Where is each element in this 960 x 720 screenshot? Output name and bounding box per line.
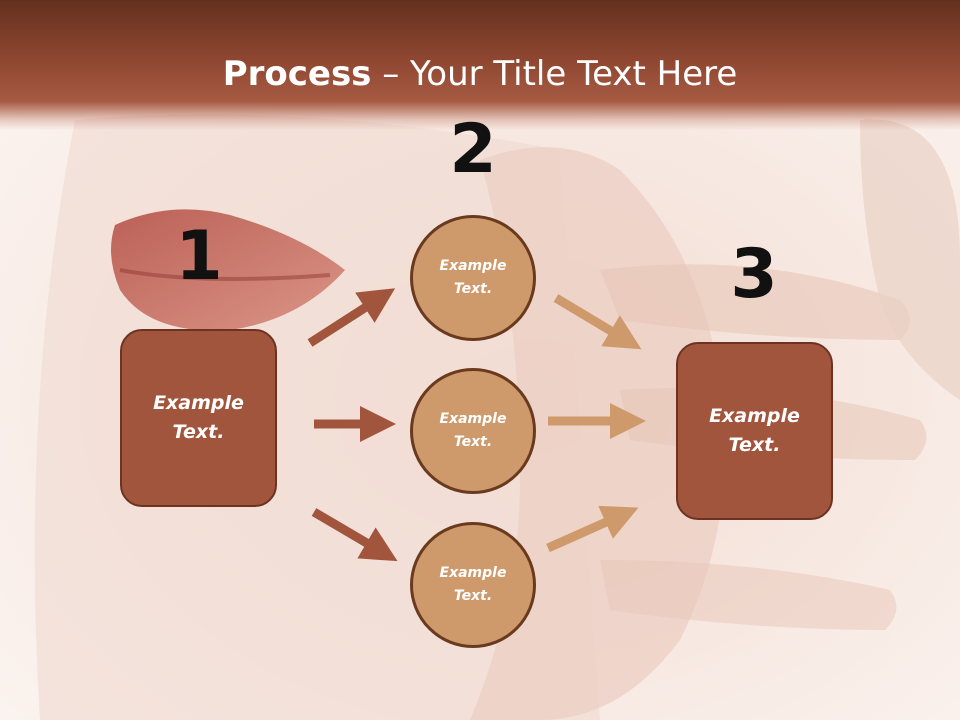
circle-bottom-line1: Example <box>439 565 507 581</box>
step-number-2: 2 <box>449 110 497 189</box>
arrow-box1-to-circle-top <box>307 288 396 347</box>
circle-bottom[interactable]: Example Text. <box>410 522 536 648</box>
circle-bottom-line2: Text. <box>453 588 493 604</box>
circle-middle-label: Example Text. <box>428 408 518 454</box>
arrow-circle-top-to-box3 <box>553 294 642 350</box>
arrow-circle-bottom-to-box3 <box>546 505 639 553</box>
step-number-1: 1 <box>175 217 223 296</box>
step-1-label-line1: Example <box>153 392 244 414</box>
arrow-box1-to-circle-bottom <box>311 508 398 562</box>
slide-title: Process – Your Title Text Here <box>0 52 960 96</box>
step-1-label-line2: Text. <box>172 421 225 443</box>
step-number-3: 3 <box>730 235 778 314</box>
title-bold: Process <box>222 54 372 94</box>
circle-middle-line1: Example <box>439 411 507 427</box>
circle-top-line1: Example <box>439 258 507 274</box>
step-3-label: Example Text. <box>700 402 810 460</box>
step-3-label-line1: Example <box>709 405 800 427</box>
step-1-label: Example Text. <box>144 389 254 447</box>
circle-middle[interactable]: Example Text. <box>410 368 536 494</box>
title-rest: – Your Title Text Here <box>371 54 738 94</box>
step-1-box[interactable]: Example Text. <box>120 329 277 507</box>
circle-middle-line2: Text. <box>453 434 493 450</box>
title-band <box>0 0 960 130</box>
circle-top-label: Example Text. <box>428 255 518 301</box>
step-3-box[interactable]: Example Text. <box>676 342 833 520</box>
circle-bottom-label: Example Text. <box>428 562 518 608</box>
circle-top[interactable]: Example Text. <box>410 215 536 341</box>
circle-top-line2: Text. <box>453 281 493 297</box>
step-3-label-line2: Text. <box>728 434 781 456</box>
